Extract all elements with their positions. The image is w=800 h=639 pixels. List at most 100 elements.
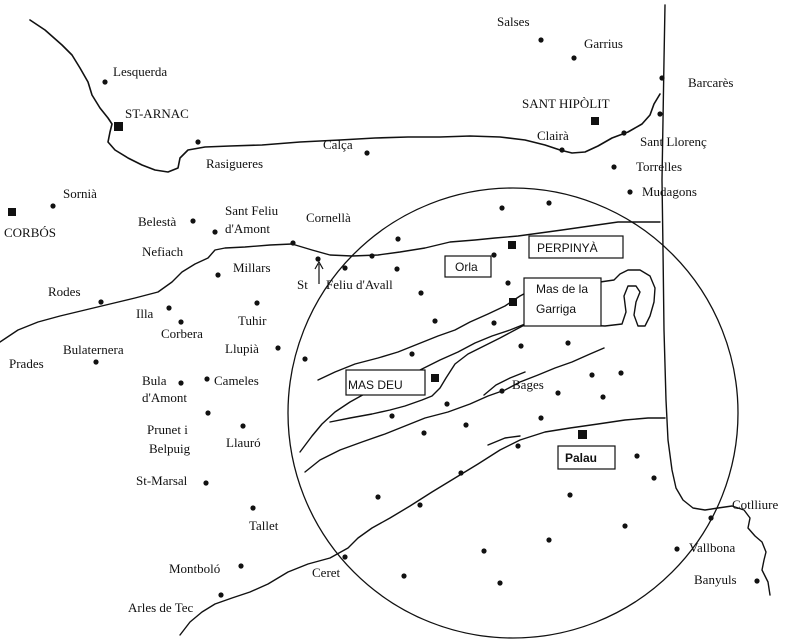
dot-tallet bbox=[250, 505, 256, 511]
dot-cameles bbox=[204, 376, 210, 382]
dot-lesquerda bbox=[102, 79, 108, 85]
square-mas-garriga bbox=[509, 298, 517, 306]
label-ceret: Ceret bbox=[312, 565, 341, 580]
named-place-dots bbox=[50, 37, 760, 598]
site-dot bbox=[497, 580, 503, 586]
label-cornella: Cornellà bbox=[306, 210, 351, 225]
dot-banyuls bbox=[754, 578, 760, 584]
dot-garrius bbox=[571, 55, 577, 61]
dot-st-feliu-avall bbox=[342, 265, 348, 271]
site-dot bbox=[418, 290, 424, 296]
label-bula-line2: d'Amont bbox=[142, 390, 187, 405]
dot-bulaternera bbox=[93, 359, 99, 365]
stream-bages bbox=[483, 371, 526, 396]
label-llupia: Llupià bbox=[225, 341, 259, 356]
dot-claira bbox=[559, 147, 565, 153]
site-dot bbox=[622, 523, 628, 529]
site-dot bbox=[395, 236, 401, 242]
label-prunet-line2: Belpuig bbox=[149, 441, 191, 456]
label-torrelles: Torrelles bbox=[636, 159, 682, 174]
square-mas-deu bbox=[431, 374, 439, 382]
label-corbera: Corbera bbox=[161, 326, 203, 341]
dot-rasigueres bbox=[195, 139, 201, 145]
box-mas-deu bbox=[345, 369, 426, 396]
dot-feliu-avall-2 bbox=[394, 266, 400, 272]
square-perpinya bbox=[508, 241, 516, 249]
dot-sant-feliu-amont bbox=[212, 229, 218, 235]
label-sant-feliu-amont-line2: d'Amont bbox=[225, 221, 270, 236]
site-dot bbox=[421, 430, 427, 436]
dot-mudagons bbox=[627, 189, 633, 195]
label-llauro: Llauró bbox=[226, 435, 261, 450]
dot-sornia bbox=[50, 203, 56, 209]
label-tuhir: Tuhir bbox=[238, 313, 267, 328]
square-corbos bbox=[8, 208, 16, 216]
label-lesquerda: Lesquerda bbox=[113, 64, 167, 79]
label-salses: Salses bbox=[497, 14, 530, 29]
label-st-marsal: St-Marsal bbox=[136, 473, 188, 488]
site-dot bbox=[432, 318, 438, 324]
dot-illa bbox=[166, 305, 172, 311]
dot-belesta bbox=[190, 218, 196, 224]
label-rasigueres: Rasigueres bbox=[206, 156, 263, 171]
radius-circle bbox=[287, 187, 739, 639]
label-mas-garriga-line1: Mas de la bbox=[536, 282, 588, 296]
label-prades: Prades bbox=[9, 356, 44, 371]
site-dot bbox=[302, 356, 308, 362]
dot-llauro bbox=[240, 423, 246, 429]
site-dot bbox=[546, 200, 552, 206]
dot-tuhir bbox=[254, 300, 260, 306]
label-corbos: CORBÓS bbox=[4, 225, 56, 240]
label-vallbona: Vallbona bbox=[689, 540, 735, 555]
site-dot bbox=[515, 443, 521, 449]
unnamed-site-dots bbox=[302, 200, 657, 586]
site-dot bbox=[481, 548, 487, 554]
label-st-arnac: ST-ARNAC bbox=[125, 106, 189, 121]
label-prunet-line1: Prunet i bbox=[147, 422, 188, 437]
dot-cornella bbox=[290, 240, 296, 246]
site-dot bbox=[555, 390, 561, 396]
northern-border-line bbox=[29, 19, 661, 173]
site-dot bbox=[518, 343, 524, 349]
dot-millars bbox=[215, 272, 221, 278]
square-st-arnac bbox=[114, 122, 123, 131]
dot-llupia bbox=[275, 345, 281, 351]
label-arles: Arles de Tec bbox=[128, 600, 193, 615]
site-dot bbox=[546, 537, 552, 543]
label-nefiach: Nefiach bbox=[142, 244, 184, 259]
label-garrius: Garrius bbox=[584, 36, 623, 51]
site-dot bbox=[401, 573, 407, 579]
arrowhead-st-feliu-avall bbox=[314, 260, 324, 270]
stream-palau bbox=[487, 435, 521, 446]
label-montbolo: Montboló bbox=[169, 561, 220, 576]
site-dot bbox=[375, 494, 381, 500]
site-dot bbox=[565, 340, 571, 346]
dot-bages bbox=[499, 388, 505, 394]
label-orla: Orla bbox=[455, 260, 478, 274]
label-mudagons: Mudagons bbox=[642, 184, 697, 199]
dot-salses bbox=[538, 37, 544, 43]
site-dot bbox=[634, 453, 640, 459]
site-dot bbox=[409, 351, 415, 357]
site-dot bbox=[491, 252, 497, 258]
dot-corbera bbox=[178, 319, 184, 325]
site-dot bbox=[369, 253, 375, 259]
river-tec bbox=[179, 417, 666, 636]
site-dot bbox=[618, 370, 624, 376]
label-illa: Illa bbox=[136, 306, 154, 321]
dot-bula bbox=[178, 380, 184, 386]
dot-sant-llorenc bbox=[621, 130, 627, 136]
label-bulaternera: Bulaternera bbox=[63, 342, 124, 357]
label-bula-line1: Bula bbox=[142, 373, 167, 388]
label-mas-deu: MAS DEU bbox=[348, 378, 403, 392]
label-belesta: Belestà bbox=[138, 214, 176, 229]
river-tech-south bbox=[304, 347, 605, 473]
square-palau bbox=[578, 430, 587, 439]
site-dot bbox=[600, 394, 606, 400]
label-rodes: Rodes bbox=[48, 284, 81, 299]
dot-cotlliure bbox=[708, 515, 714, 521]
label-cameles: Cameles bbox=[214, 373, 259, 388]
dot-montbolo bbox=[238, 563, 244, 569]
